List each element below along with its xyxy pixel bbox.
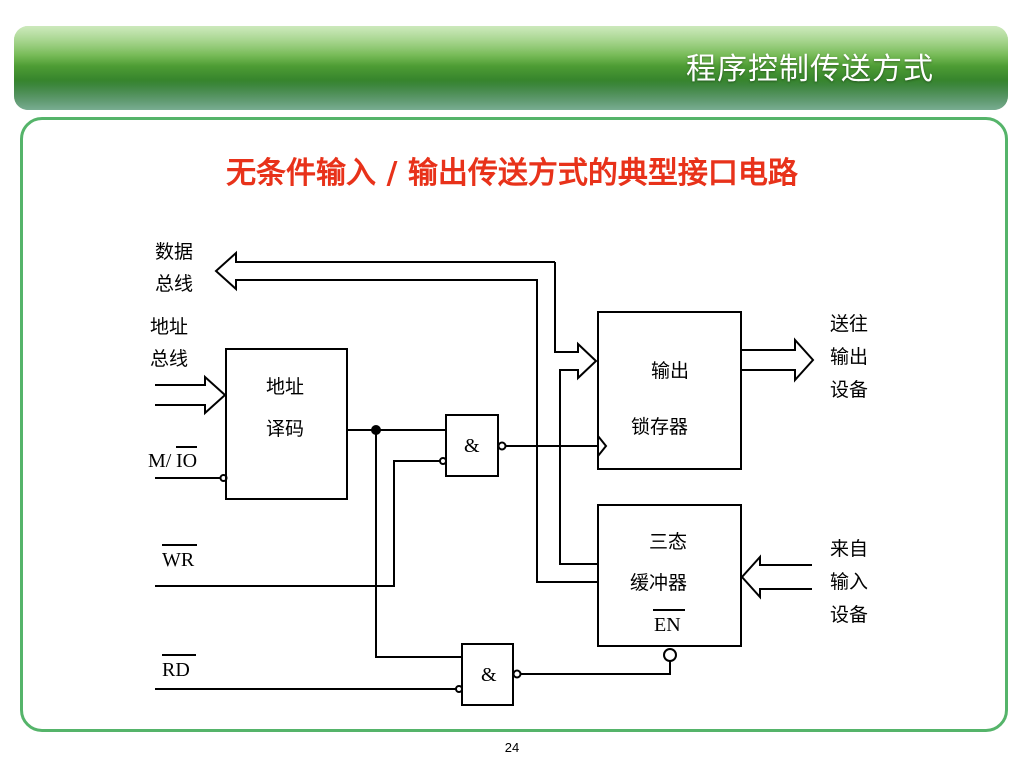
data-bus-arrow (214, 250, 598, 583)
page-number: 24 (504, 740, 520, 755)
label-address-bus-1: 地址 (150, 316, 188, 338)
junction-dot (371, 425, 381, 435)
label-mio-io: IO (176, 450, 197, 472)
label-buffer-2: 缓冲器 (630, 572, 687, 594)
address-decoder-box (225, 348, 348, 500)
label-from-input-3: 设备 (830, 604, 868, 626)
wr-line (155, 460, 440, 587)
label-lower-gate-amp: & (481, 664, 497, 686)
address-bus-arrow (155, 374, 227, 416)
banner-water-decoration (14, 80, 1008, 110)
label-data-bus-1: 数据 (155, 241, 193, 263)
en-inversion-bubble (663, 648, 677, 662)
mio-inversion-bubble (219, 474, 228, 482)
banner-shine (14, 26, 1008, 66)
tristate-buffer-box (597, 504, 742, 647)
upper-gate-output-bubble (497, 441, 507, 451)
label-decoder-2: 译码 (266, 418, 304, 440)
output-latch-box (597, 311, 742, 470)
data-bus-to-latch (554, 262, 598, 565)
decoder-branch-line (375, 430, 462, 658)
lower-gate-input-bubble (455, 685, 463, 693)
label-from-input-2: 输入 (830, 571, 868, 593)
label-upper-gate-amp: & (464, 435, 480, 457)
upper-gate-input-bubble (439, 457, 447, 465)
title-banner (14, 26, 1008, 110)
enable-line (521, 661, 671, 675)
label-mio-m: M/ (148, 450, 172, 472)
content-frame (20, 117, 1008, 732)
label-decoder-1: 地址 (266, 376, 304, 398)
label-to-output-1: 送往 (830, 313, 868, 335)
from-input-device-arrow (740, 554, 812, 600)
label-address-bus-2: 总线 (150, 348, 188, 370)
latch-clock-marker (597, 435, 608, 457)
label-rd: RD (162, 659, 190, 681)
label-to-output-2: 输出 (830, 346, 868, 368)
label-to-output-3: 设备 (830, 379, 868, 401)
to-output-device-arrow (741, 337, 815, 383)
label-en: EN (654, 614, 681, 636)
label-wr: WR (162, 549, 195, 571)
label-from-input-1: 来自 (830, 538, 868, 560)
slide-heading: 无条件输入 / 输出传送方式的典型接口电路 (226, 156, 798, 191)
label-latch-1: 输出 (651, 360, 689, 382)
lower-gate-output-bubble (512, 669, 522, 679)
label-buffer-1: 三态 (649, 531, 687, 553)
label-data-bus-2: 总线 (155, 273, 193, 295)
label-latch-2: 锁存器 (631, 416, 688, 438)
slide-title: 程序控制传送方式 (686, 52, 934, 87)
